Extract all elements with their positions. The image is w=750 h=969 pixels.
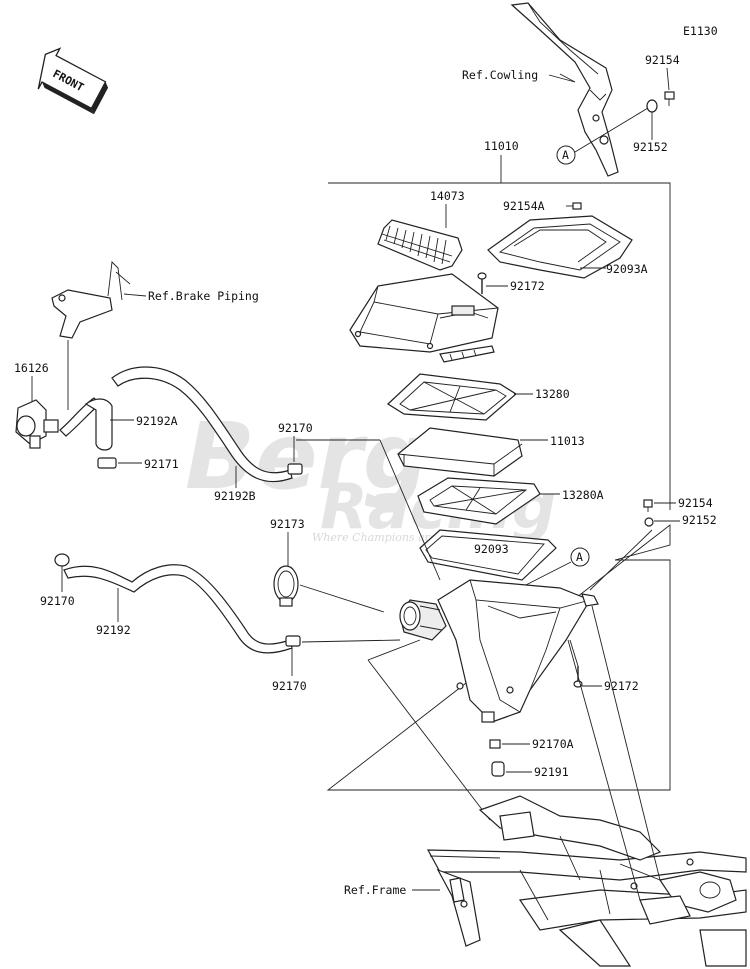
marker-a-mid: A: [570, 547, 590, 567]
part-92152-right: 92152: [682, 513, 717, 527]
clamp-92170-low: [285, 635, 301, 647]
part-92171: 92171: [144, 457, 179, 471]
clamp-92170A: [489, 739, 501, 749]
part-92192B: 92192B: [214, 489, 256, 503]
washer-92152-right: [644, 517, 654, 527]
part-92172-low: 92172: [604, 679, 639, 693]
clip-92171: [97, 457, 117, 469]
screw-92172-top: [477, 272, 487, 294]
front-arrow-icon: FRONT: [37, 47, 109, 115]
part-92093A: 92093A: [606, 262, 648, 276]
bolt-92154-top: [664, 91, 675, 106]
svg-text:A: A: [562, 148, 569, 162]
filter-rail: [439, 345, 495, 363]
part-92173: 92173: [270, 517, 305, 531]
part-92154-top: 92154: [645, 53, 680, 67]
assembly-box-11010: [326, 182, 671, 791]
air-cleaner-cover: [349, 273, 499, 353]
diagram-code: E1130: [683, 24, 718, 38]
part-92170-left: 92170: [40, 594, 75, 608]
part-92191: 92191: [534, 765, 569, 779]
seal-92093A: [487, 215, 633, 279]
duct-14073: [377, 219, 463, 271]
clamp-92170-left: [54, 553, 70, 567]
air-cleaner-housing: [399, 579, 599, 723]
filter-element-11013: [397, 427, 523, 477]
band-clamp-92173: [273, 565, 299, 607]
part-92152-top: 92152: [633, 140, 668, 154]
part-13280: 13280: [535, 387, 570, 401]
brake-piping-bracket: [51, 261, 131, 339]
part-92154-right: 92154: [678, 496, 713, 510]
marker-a-top: A: [556, 145, 576, 165]
ref-cowling-label: Ref.Cowling: [462, 68, 538, 82]
part-14073: 14073: [430, 189, 465, 203]
part-13280A: 13280A: [562, 488, 604, 502]
clamp-92170-mid: [287, 463, 303, 475]
part-92192A: 92192A: [136, 414, 178, 428]
ref-frame-label: Ref.Frame: [344, 883, 406, 897]
part-92170-low: 92170: [272, 679, 307, 693]
part-16126: 16126: [14, 361, 49, 375]
frame-structure: [426, 795, 747, 967]
bolt-92154-right: [643, 499, 653, 512]
part-11013: 11013: [550, 434, 585, 448]
watermark-brand-top: Berg: [185, 403, 429, 510]
drain-cap-92191: [491, 761, 505, 777]
hose-92192A: [59, 397, 113, 451]
bolt-92154A: [566, 202, 582, 210]
valve-16126: [15, 399, 59, 449]
part-92170-mid: 92170: [278, 421, 313, 435]
washer-92152-top: [646, 99, 658, 113]
cowling-bracket: [510, 2, 619, 177]
part-92172-top: 92172: [510, 279, 545, 293]
part-92170A: 92170A: [532, 737, 574, 751]
part-92093: 92093: [474, 542, 509, 556]
watermark-logo: Berg Racing Where Champions are made: [185, 403, 556, 544]
part-11010: 11010: [484, 139, 519, 153]
screw-92172-low: [573, 666, 583, 688]
svg-text:A: A: [576, 550, 583, 564]
part-92192: 92192: [96, 623, 131, 637]
part-92154A: 92154A: [503, 199, 545, 213]
filter-grid-13280: [387, 373, 518, 421]
ref-brake-piping-label: Ref.Brake Piping: [148, 289, 259, 303]
hose-92192: [63, 564, 293, 654]
